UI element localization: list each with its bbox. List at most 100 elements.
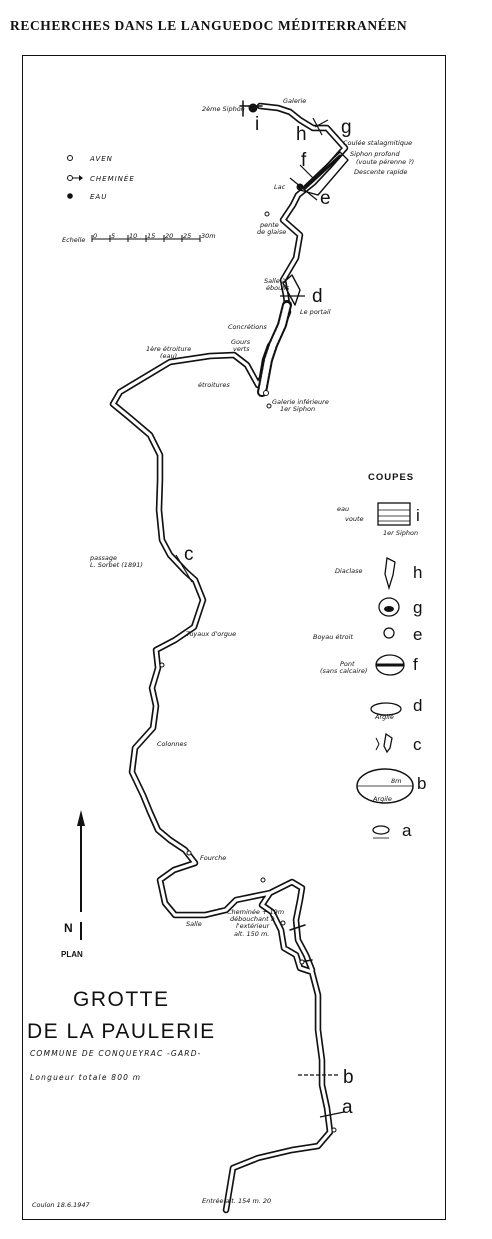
section-e-shape [383, 627, 395, 639]
map-letter-a: a [342, 1097, 353, 1118]
map-letter-i: i [255, 114, 259, 135]
label-portail: Le portail [300, 308, 331, 316]
coupe-voute-label: voute [345, 515, 364, 523]
length-label: Longueur totale 800 m [30, 1073, 141, 1082]
aven-symbol [266, 403, 272, 409]
label-siphon-profond: Siphon profond [350, 150, 401, 158]
eau-legend-icon [67, 193, 73, 199]
label-galerie: Galerie [283, 97, 306, 105]
map-letter-b: b [343, 1067, 354, 1088]
coupe-eau-label: eau [337, 505, 349, 513]
plan-label: PLAN [61, 950, 83, 959]
aven-symbol [186, 850, 192, 856]
legend-aven: AVEN [89, 155, 113, 163]
scale-tick: 25 [183, 232, 191, 240]
label-pente: pente [259, 221, 279, 229]
label-salle-eboulis: Salle à [264, 277, 286, 285]
entrance-label: Entrée alt. 154 m. 20 [202, 1197, 271, 1205]
aven-symbol [264, 211, 270, 217]
aven-symbol [263, 390, 269, 396]
map-frame [22, 55, 446, 1220]
section-letter-e: e [413, 625, 422, 644]
scale-label: Echelle [62, 236, 85, 244]
scale-bar [91, 235, 201, 242]
aven-symbol [159, 662, 165, 668]
section-a-shape [372, 825, 390, 835]
scale-tick: 0 [93, 232, 97, 240]
section-letter-h: h [413, 563, 422, 582]
page-header: RECHERCHES DANS LE LANGUEDOC MÉDITERRANÉ… [10, 18, 408, 33]
label-etroiture1b: (eau) [160, 352, 177, 360]
symbols [159, 103, 337, 1133]
label-tuyaux: Tuyaux d'orgue [186, 630, 236, 638]
map-letter-c: c [184, 544, 194, 565]
passage-inner [111, 104, 347, 1212]
coupe-pont2-label: (sans calcaire) [320, 667, 367, 675]
label-galerie-inf: Galerie inférieure [272, 398, 329, 406]
aven-symbol [280, 920, 286, 926]
cheminee-legend-icon [67, 175, 73, 181]
label-concretions: Concrétions [228, 323, 267, 331]
label-colonnes: Colonnes [157, 740, 188, 748]
label-siphon1: 1er Siphon [280, 405, 315, 413]
section-letter-i: i [416, 506, 420, 525]
section-letter-g: g [413, 598, 422, 617]
credit-label: Coulon 18.6.1947 [32, 1201, 91, 1209]
title-line2: DE LA PAULERIE [27, 1020, 216, 1043]
label-descente: Descente rapide [354, 168, 407, 176]
section-markers [175, 117, 345, 1118]
map-letter-f: f [301, 150, 307, 171]
label-siphon2: 2ème Siphon [202, 105, 245, 113]
section-i-shape [377, 502, 411, 526]
label-etroitures: étroitures [198, 381, 230, 389]
lac-shade [303, 154, 342, 190]
label-gours: Gours [231, 338, 251, 346]
title-line1: GROTTE [73, 988, 170, 1011]
cave-passage [109, 100, 349, 1214]
coupes-panel: COUPES eau voute 1er Siphon i Diaclase h… [313, 472, 426, 840]
section-letter-b: b [417, 774, 426, 793]
scale-tick: 20 [165, 232, 173, 240]
coupe-boyau-label: Boyau étroit [313, 633, 353, 641]
lac-shape [299, 151, 349, 196]
aven-symbol [331, 1127, 337, 1133]
label-cheminee-note4: alt. 150 m. [234, 930, 269, 938]
label-cheminee-note2: débouchant à [230, 915, 275, 923]
map-letter-g: g [341, 117, 352, 138]
label-cheminee-note3: l'extérieur [236, 922, 271, 930]
wide-gallery-hatch [259, 302, 290, 395]
section-letter-c: c [413, 735, 422, 754]
label-pente2: de glaise [257, 228, 286, 236]
coupe-argile-label: Argile [374, 713, 394, 721]
scale-tick: 10 [129, 232, 137, 240]
subtitle: COMMUNE DE CONQUEYRAC -GARD- [30, 1049, 202, 1058]
label-fourche: Fourche [200, 854, 226, 862]
coupe-diaclase-label: Diaclase [335, 567, 363, 575]
label-gours2: verts [233, 345, 250, 353]
coupes-heading: COUPES [368, 472, 414, 483]
label-passage: passage [89, 554, 117, 562]
label-coulee: Coulée stalagmitique [343, 139, 412, 147]
label-etroiture1: 1ère étroiture [146, 345, 191, 353]
aven-symbol [260, 877, 266, 883]
label-salle: Salle [186, 920, 202, 928]
label-passage2: L. Sorbet (1891) [90, 561, 143, 569]
map-letter-d: d [312, 286, 323, 307]
coupe-dim-label: 8m [391, 777, 401, 785]
section-h-shape [384, 557, 396, 591]
legend-cheminee: CHEMINÉE [90, 174, 135, 183]
section-d-shape [370, 702, 402, 716]
salle-eboulis-shape [282, 274, 301, 306]
map-labels: 2ème Siphon Galerie Coulée stalagmitique… [89, 97, 414, 938]
label-cheminee-note: Cheminée + 19m [227, 908, 284, 916]
scale-tick: 5 [111, 232, 115, 240]
coupe-pont-label: Pont [340, 660, 355, 668]
passage-outline [109, 102, 349, 1214]
coupe-siphon-label: 1er Siphon [383, 529, 418, 537]
north-label: N [64, 921, 73, 935]
coupe-argile-b-label: Argile [372, 795, 392, 803]
label-salle-eboulis2: éboulis [266, 284, 290, 292]
map-letter-h: h [296, 124, 307, 145]
section-letter-f: f [413, 655, 418, 674]
